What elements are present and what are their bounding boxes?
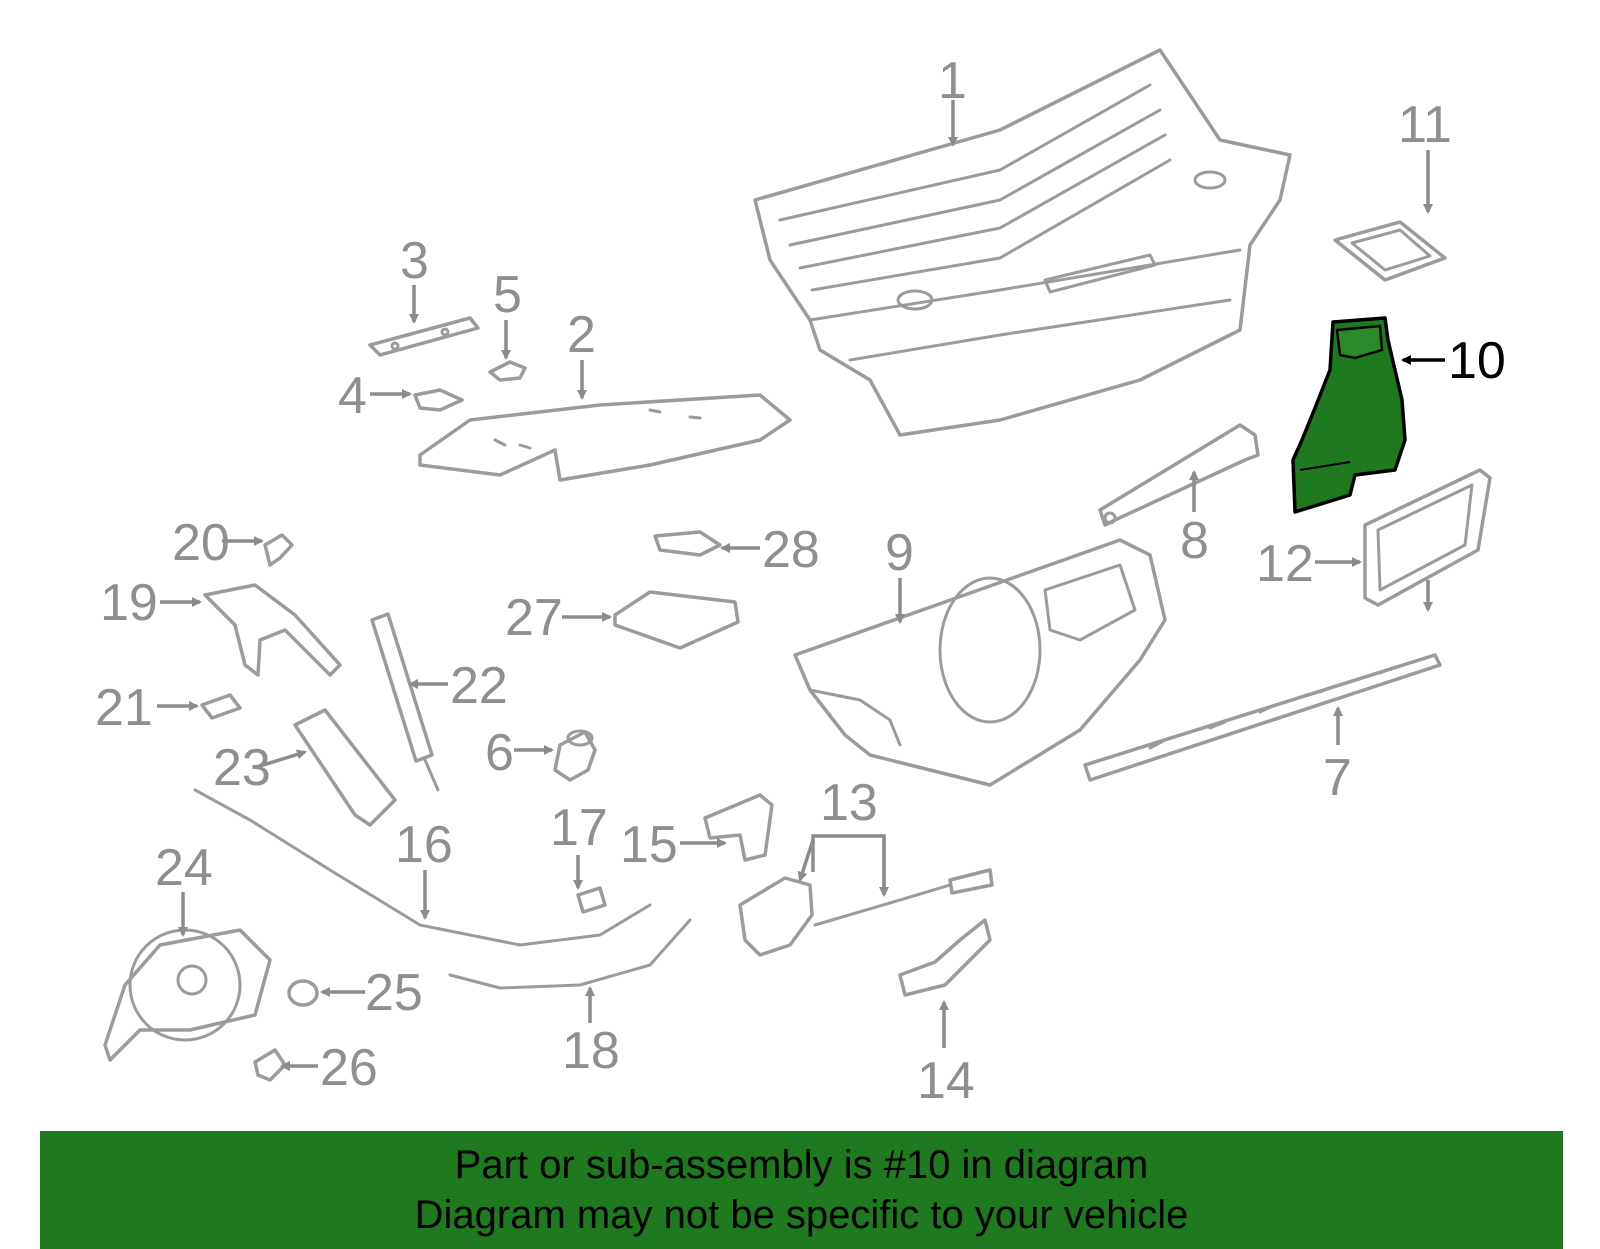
part-12-seal-frame bbox=[1363, 468, 1492, 607]
part-4-clip bbox=[413, 388, 464, 412]
callout-7: 7 bbox=[1323, 749, 1352, 807]
callout-20: 20 bbox=[172, 514, 230, 572]
part-2-insulation-pad bbox=[418, 393, 792, 482]
callout-4: 4 bbox=[338, 367, 367, 425]
callout-11: 11 bbox=[1398, 96, 1452, 154]
part-11-gasket bbox=[1333, 220, 1447, 282]
callout-15: 15 bbox=[620, 816, 678, 874]
part-3-bracket bbox=[368, 316, 480, 357]
part-17-clip bbox=[576, 886, 607, 914]
callout-24: 24 bbox=[155, 839, 213, 897]
banner-line-part-number: Part or sub-assembly is #10 in diagram bbox=[454, 1143, 1149, 1187]
callout-2: 2 bbox=[567, 306, 596, 364]
part-25-grommet bbox=[287, 979, 319, 1007]
callout-21: 21 bbox=[95, 679, 153, 737]
callout-3: 3 bbox=[400, 232, 429, 290]
info-banner: Part or sub-assembly is #10 in diagram D… bbox=[40, 1131, 1563, 1249]
callout-16: 16 bbox=[395, 816, 453, 874]
callout-8: 8 bbox=[1180, 512, 1209, 570]
part-28-plug bbox=[653, 530, 722, 557]
part-21-bolt bbox=[200, 693, 242, 720]
part-1-rear-lid bbox=[753, 48, 1292, 437]
callout-28: 28 bbox=[762, 521, 820, 579]
callout-labels: 1 2 3 4 5 6 7 8 9 10 11 12 13 14 15 16 1… bbox=[95, 52, 1506, 1110]
callout-5: 5 bbox=[493, 266, 522, 324]
part-24-fan bbox=[103, 928, 272, 1062]
part-5-clip bbox=[488, 360, 527, 382]
part-19-hinge bbox=[203, 583, 342, 677]
part-9-inner-panel bbox=[793, 538, 1167, 787]
part-18-cable bbox=[448, 918, 692, 990]
part-16-cable bbox=[193, 788, 652, 947]
part-22-gas-strut bbox=[370, 612, 440, 792]
callout-12: 12 bbox=[1256, 535, 1314, 593]
callout-13: 13 bbox=[820, 774, 878, 832]
part-10-air-duct-highlighted bbox=[1291, 316, 1407, 514]
callout-6: 6 bbox=[485, 724, 514, 782]
callout-26: 26 bbox=[320, 1039, 378, 1097]
part-20-bolt bbox=[263, 533, 294, 567]
callout-17: 17 bbox=[550, 799, 608, 857]
callout-18: 18 bbox=[562, 1022, 620, 1080]
banner-line-disclaimer: Diagram may not be specific to your vehi… bbox=[414, 1193, 1189, 1237]
part-26-plug bbox=[253, 1048, 287, 1082]
part-7-trim-strip bbox=[1083, 653, 1442, 782]
part-14-striker bbox=[898, 918, 992, 997]
callout-27: 27 bbox=[505, 589, 563, 647]
callout-25: 25 bbox=[365, 964, 423, 1022]
callout-10: 10 bbox=[1448, 332, 1506, 390]
part-15-bracket bbox=[703, 793, 774, 862]
callout-14: 14 bbox=[917, 1052, 975, 1110]
callout-1: 1 bbox=[938, 52, 967, 110]
callout-23: 23 bbox=[213, 739, 271, 797]
callout-19: 19 bbox=[100, 574, 158, 632]
part-27-bracket bbox=[613, 590, 740, 650]
callout-9: 9 bbox=[885, 524, 914, 582]
part-6-bump-stop bbox=[553, 729, 597, 782]
part-13-latch bbox=[738, 868, 994, 957]
part-23-filter bbox=[293, 708, 397, 827]
part-8-hinge-arm bbox=[1098, 423, 1260, 527]
leader-lines bbox=[157, 100, 1445, 1071]
callout-22: 22 bbox=[450, 657, 508, 715]
